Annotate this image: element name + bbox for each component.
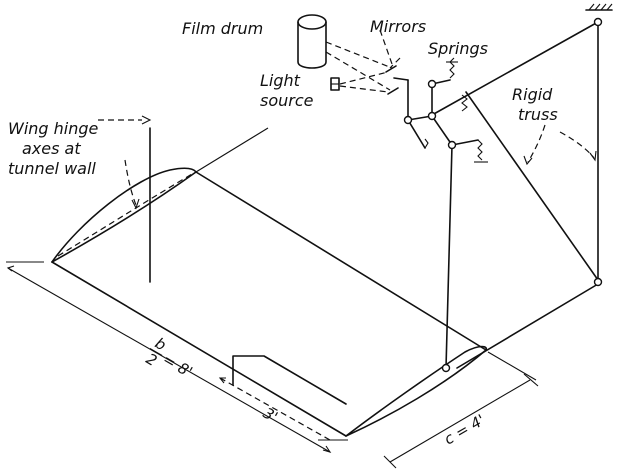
segment-dimension <box>218 377 331 441</box>
span-dimension <box>6 261 348 453</box>
wing-hinge-label-line3: tunnel wall <box>8 159 96 178</box>
span-value: = 8' <box>160 350 196 381</box>
rigid-truss-label-line1: Rigid <box>512 85 553 104</box>
springs <box>424 57 488 163</box>
wing-outline <box>51 167 488 437</box>
rigid-truss <box>431 3 613 369</box>
wing-hinge-label-line1: Wing hinge <box>8 119 99 138</box>
mirrors-label: Mirrors <box>370 17 426 36</box>
light-source-icon <box>330 77 340 91</box>
mirrors-icon <box>385 65 399 95</box>
segment-label: 3' <box>260 404 281 426</box>
pivots <box>403 17 603 373</box>
aileron-outline <box>232 355 347 405</box>
leader-arrows <box>389 57 597 166</box>
hinge-axes <box>98 115 269 283</box>
span-denominator: 2 <box>143 350 160 370</box>
chord-label: c = 4' <box>441 411 488 449</box>
springs-label: Springs <box>428 39 488 58</box>
wing-hinge-label-line2: axes at <box>22 139 81 158</box>
light-source-label-line1: Light <box>260 71 301 90</box>
light-source-label-line2: source <box>260 91 314 110</box>
film-drum-label: Film drum <box>182 19 263 38</box>
film-drum-icon <box>297 14 327 69</box>
span-label: b 2 = 8' <box>143 334 196 381</box>
light-beams <box>325 29 393 93</box>
rigid-truss-label-line2: truss <box>518 105 558 124</box>
chord-dimension <box>383 351 539 469</box>
